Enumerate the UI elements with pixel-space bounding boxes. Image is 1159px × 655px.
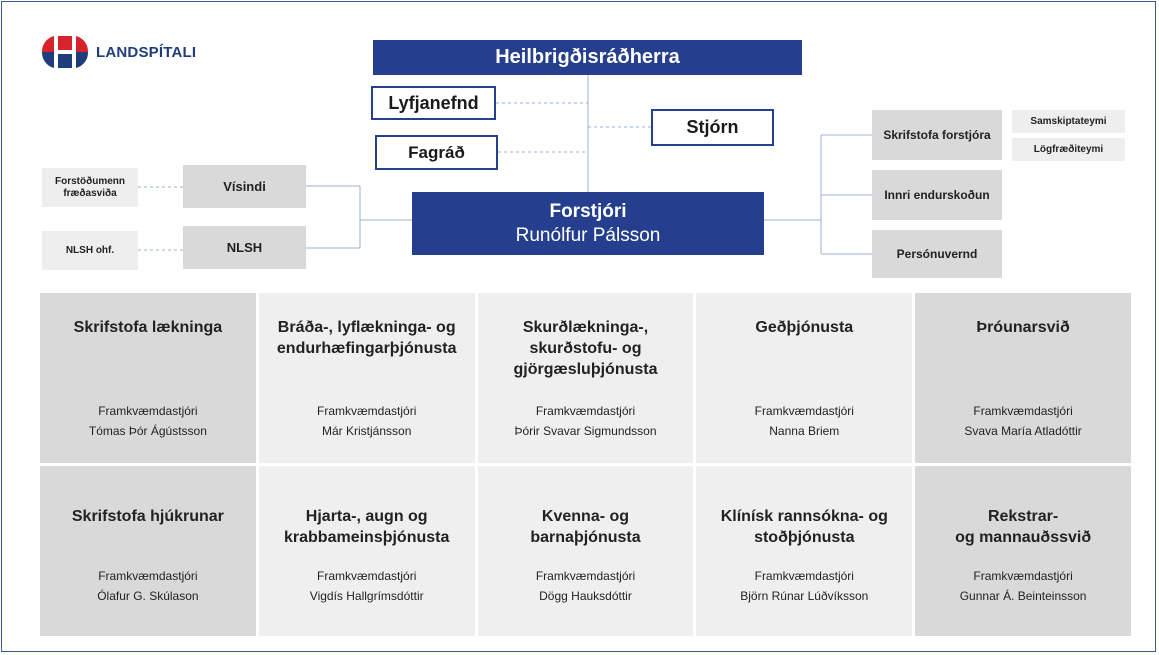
division-director: Ólafur G. Skúlason xyxy=(97,589,199,603)
division-cell: Hjarta-, augn og krabbameinsþjónusta Fra… xyxy=(258,466,475,636)
skrifstofa-forstjora-box: Skrifstofa forstjóra xyxy=(872,110,1002,160)
division-title: Kvenna- og barnaþjónusta xyxy=(530,508,641,546)
innri-endurskodun-box: Innri endurskoðun xyxy=(872,170,1002,220)
division-role: Framkvæmdastjóri xyxy=(98,569,198,583)
division-director: Nanna Briem xyxy=(769,424,840,438)
division-director: Þórir Svavar Sigmundsson xyxy=(514,424,657,438)
division-director: Svava María Atladóttir xyxy=(964,424,1082,438)
division-role: Framkvæmdastjóri xyxy=(98,404,198,418)
division-cell: Kvenna- og barnaþjónusta Framkvæmdastjór… xyxy=(477,466,694,636)
division-title: Hjarta-, augn og krabbameinsþjónusta xyxy=(284,508,450,546)
cross-logo-icon xyxy=(41,36,89,68)
division-cell: Skrifstofa lækninga Framkvæmdastjóri Tóm… xyxy=(40,293,256,463)
division-director: Tómas Þór Ágústsson xyxy=(88,424,207,438)
division-cell: Geðþjónusta Framkvæmdastjóri Nanna Briem xyxy=(696,293,913,463)
logo-text: LANDSPÍTALI xyxy=(96,43,197,61)
division-role: Framkvæmdastjóri xyxy=(317,569,417,583)
landspitali-logo: LANDSPÍTALI xyxy=(40,32,240,72)
ceo-name: Runólfur Pálsson xyxy=(515,224,661,246)
division-director: Gunnar Á. Beinteinsson xyxy=(959,589,1087,603)
division-title: Skurðlækninga-, skurðstofu- og gjörgæslu… xyxy=(513,319,658,378)
division-director: Már Kristjánsson xyxy=(322,424,412,438)
division-director: Dögg Hauksdóttir xyxy=(539,589,632,603)
division-title: Skrifstofa lækninga xyxy=(73,319,223,336)
division-role: Framkvæmdastjóri xyxy=(317,404,417,418)
division-title: Þróunarsvið xyxy=(976,319,1070,336)
division-role: Framkvæmdastjóri xyxy=(535,404,636,418)
division-title: Skrifstofa hjúkrunar xyxy=(71,508,224,525)
personuvernd-box: Persónuvernd xyxy=(872,230,1002,278)
division-title: Geðþjónusta xyxy=(755,319,854,336)
samskiptateymi-box: Samskiptateymi xyxy=(1012,110,1125,133)
nlsh-box: NLSH xyxy=(183,226,306,269)
division-title: Rekstrar- og mannauðssvið xyxy=(955,508,1092,546)
minister-box: Heilbrigðisráðherra xyxy=(373,40,802,75)
division-cell: Bráða-, lyflækninga- og endurhæfingarþjó… xyxy=(258,293,475,463)
fagrad-box: Fagráð xyxy=(375,135,498,170)
division-role: Framkvæmdastjóri xyxy=(754,404,854,418)
ceo-box: Forstjóri Runólfur Pálsson xyxy=(412,192,764,255)
division-role: Framkvæmdastjóri xyxy=(535,569,636,583)
nlsh-ohf-box: NLSH ohf. xyxy=(42,231,138,270)
division-cell: Rekstrar- og mannauðssvið Framkvæmdastjó… xyxy=(915,466,1131,636)
divisions-grid: Skrifstofa lækninga Framkvæmdastjóri Tóm… xyxy=(40,293,1131,636)
division-title: Klínísk rannsókna- og stoðþjónusta xyxy=(720,508,888,546)
stjorn-box: Stjórn xyxy=(651,109,774,146)
division-director: Vigdís Hallgrímsdóttir xyxy=(309,589,424,603)
division-cell: Klínísk rannsókna- og stoðþjónusta Framk… xyxy=(696,466,913,636)
division-director: Björn Rúnar Lúðvíksson xyxy=(740,589,869,603)
visindi-box: Vísindi xyxy=(183,165,306,208)
ceo-title: Forstjóri xyxy=(549,200,627,222)
forstodumenn-box: Forstöðumenn fræðasviða xyxy=(42,168,138,207)
division-title: Bráða-, lyflækninga- og endurhæfingarþjó… xyxy=(276,319,457,357)
division-cell: Skurðlækninga-, skurðstofu- og gjörgæslu… xyxy=(477,293,694,463)
lyfjanefnd-box: Lyfjanefnd xyxy=(371,86,496,120)
division-role: Framkvæmdastjóri xyxy=(754,569,854,583)
logfraediteymi-box: Lögfræðiteymi xyxy=(1012,138,1125,161)
division-role: Framkvæmdastjóri xyxy=(973,569,1073,583)
division-role: Framkvæmdastjóri xyxy=(973,404,1073,418)
division-cell: Þróunarsvið Framkvæmdastjóri Svava María… xyxy=(915,293,1131,463)
division-cell: Skrifstofa hjúkrunar Framkvæmdastjóri Ól… xyxy=(40,466,256,636)
